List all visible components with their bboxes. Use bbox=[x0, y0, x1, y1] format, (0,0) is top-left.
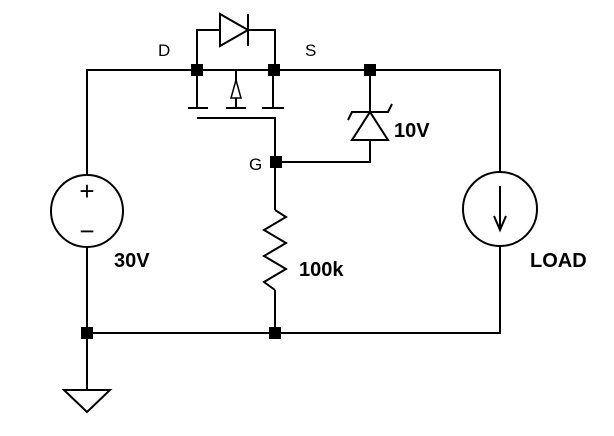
junction-zener-top bbox=[364, 64, 376, 76]
label-resistor-value: 100k bbox=[299, 259, 344, 281]
label-source: S bbox=[305, 41, 316, 60]
voltage-source-circle bbox=[50, 174, 124, 248]
ground-icon bbox=[61, 389, 113, 414]
zener-diode bbox=[347, 103, 393, 141]
body-diode-triangle bbox=[219, 12, 251, 48]
voltage-source-minus: − bbox=[79, 216, 94, 246]
label-drain: D bbox=[158, 41, 170, 60]
label-source-voltage: 30V bbox=[114, 250, 150, 272]
junctions bbox=[81, 64, 376, 339]
label-load: LOAD bbox=[530, 250, 587, 272]
junction-source bbox=[268, 64, 280, 76]
wires bbox=[86, 29, 501, 390]
mosfet-body-arrow-icon bbox=[230, 77, 242, 99]
junction-bottom-mid bbox=[269, 327, 281, 339]
mosfet bbox=[188, 70, 284, 119]
current-source-load bbox=[462, 171, 538, 247]
label-gate: G bbox=[249, 155, 262, 174]
voltage-source bbox=[50, 174, 124, 248]
label-zener-voltage: 10V bbox=[394, 120, 430, 142]
body-diode bbox=[219, 12, 251, 48]
junction-bottom-left bbox=[81, 327, 93, 339]
load-arrow-down-icon bbox=[493, 215, 507, 233]
wire-gate-to-resistor bbox=[197, 117, 276, 210]
junction-drain bbox=[191, 64, 203, 76]
voltage-source-plus: + bbox=[79, 176, 94, 206]
wire-zener-to-gate bbox=[275, 140, 371, 163]
wire-bottom bbox=[86, 246, 501, 334]
zener-triangle bbox=[350, 110, 390, 141]
wire-source-to-load-top bbox=[273, 69, 501, 172]
resistor-100k bbox=[262, 209, 288, 291]
junction-gate bbox=[270, 156, 282, 168]
zener-bar bbox=[347, 103, 393, 121]
wire-drain-to-source-top bbox=[86, 69, 197, 176]
